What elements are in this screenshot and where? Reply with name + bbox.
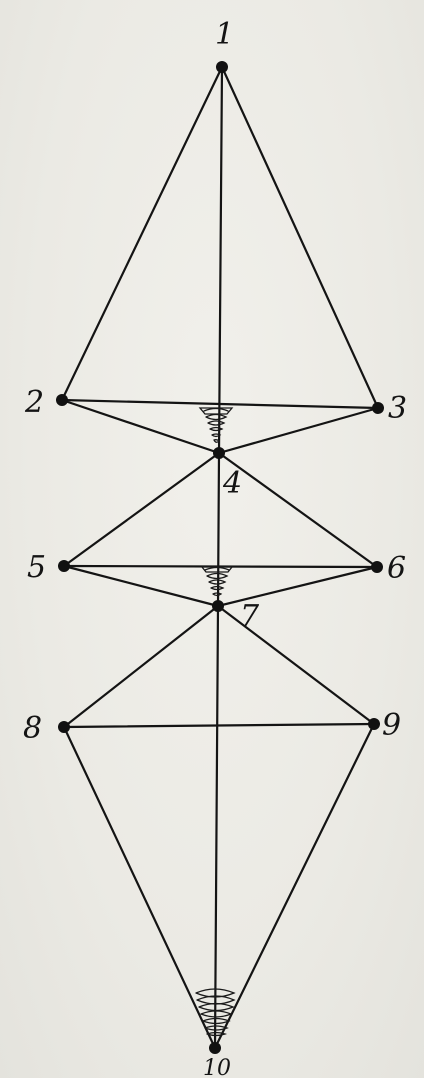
edge-3-4 <box>219 408 378 453</box>
edge-2-4 <box>62 400 219 453</box>
node-4 <box>213 447 225 459</box>
node-7 <box>212 600 224 612</box>
edge-1-4 <box>219 67 222 453</box>
node-label-8: 8 <box>23 711 42 746</box>
node-label-6: 6 <box>387 551 406 586</box>
node-9 <box>368 718 380 730</box>
node-8 <box>58 721 70 733</box>
node-label-2: 2 <box>24 385 44 420</box>
edge-7-10 <box>215 606 218 1048</box>
edge-5-7 <box>64 566 218 606</box>
edge-7-8 <box>64 606 218 727</box>
edge-1-2 <box>62 67 222 400</box>
edge-8-10 <box>64 727 215 1048</box>
node-label-5: 5 <box>27 550 46 585</box>
edge-4-7 <box>218 453 219 606</box>
edge-1-3 <box>222 67 378 408</box>
node-5 <box>58 560 70 572</box>
node-label-3: 3 <box>388 391 407 426</box>
node-3 <box>372 402 384 414</box>
node-2 <box>56 394 68 406</box>
edge-8-9 <box>64 724 374 727</box>
node-6 <box>371 561 383 573</box>
node-10 <box>209 1042 221 1054</box>
node-label-9: 9 <box>382 708 401 743</box>
node-label-4: 4 <box>222 466 242 501</box>
node-1 <box>216 61 228 73</box>
edges-layer <box>62 67 378 1048</box>
edge-4-6 <box>219 453 377 567</box>
swirl-mark-near-node-4 <box>200 408 232 442</box>
edge-4-5 <box>64 453 219 566</box>
node-label-10: 10 <box>203 1056 231 1078</box>
node-label-1: 1 <box>215 17 234 52</box>
node-label-7: 7 <box>240 599 260 634</box>
edge-9-10 <box>215 724 374 1048</box>
